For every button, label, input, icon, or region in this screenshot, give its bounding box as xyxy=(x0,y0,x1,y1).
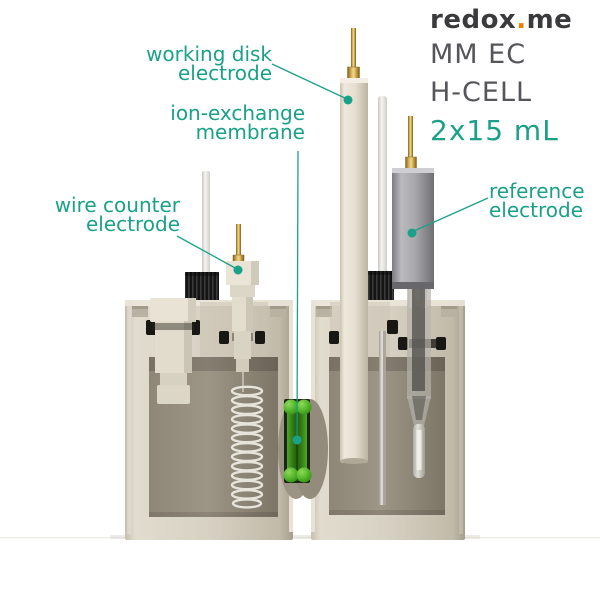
label-line: electrode xyxy=(489,198,584,222)
reference-electrode-glass xyxy=(407,286,437,478)
label-line: working disk xyxy=(146,42,272,66)
leader-dot-membrane xyxy=(292,435,302,445)
label-line: membrane xyxy=(195,120,305,144)
purge-tube-right-lower xyxy=(379,331,386,505)
product-name-line2: H-CELL xyxy=(430,77,533,108)
logo-prefix: redox xyxy=(430,5,517,35)
label-line: electrode xyxy=(85,212,180,236)
annotation-leaders xyxy=(176,63,489,445)
label-line: ion-exchange xyxy=(170,101,305,125)
black-cap-right xyxy=(366,271,394,304)
label-ion-exchange-membrane: ion-exchange membrane xyxy=(170,101,305,144)
spring-coil xyxy=(230,385,264,509)
reference-electrode xyxy=(392,116,434,289)
brand-block: redox.me MM EC H-CELL 2x15 mL xyxy=(430,5,572,150)
brand-logo: redox.me xyxy=(430,5,572,36)
left-cell-body xyxy=(125,300,293,540)
leader-dot-counter xyxy=(233,265,243,275)
right-cell-body xyxy=(311,300,465,540)
logo-suffix: me xyxy=(526,5,573,35)
black-cap-left xyxy=(185,272,219,303)
working-disk-electrode xyxy=(340,28,368,464)
label-wire-counter-electrode: wire counter electrode xyxy=(54,193,180,236)
logo-dot: . xyxy=(516,5,527,35)
counter-electrode xyxy=(219,224,265,509)
label-line: wire counter xyxy=(54,193,180,217)
label-reference-electrode: reference electrode xyxy=(489,179,585,222)
ground-shadow xyxy=(0,535,600,539)
port-plug xyxy=(146,298,200,404)
membrane-assembly xyxy=(278,399,328,499)
leader-dot-reference xyxy=(407,228,417,238)
product-name-line1: MM EC xyxy=(430,39,527,70)
label-line: reference xyxy=(489,179,585,203)
leader-dot-working xyxy=(343,95,353,105)
label-line: electrode xyxy=(177,61,272,85)
label-working-disk-electrode: working disk electrode xyxy=(146,42,272,85)
purge-tube-left xyxy=(202,171,210,303)
product-volume: 2x15 mL xyxy=(430,114,559,147)
